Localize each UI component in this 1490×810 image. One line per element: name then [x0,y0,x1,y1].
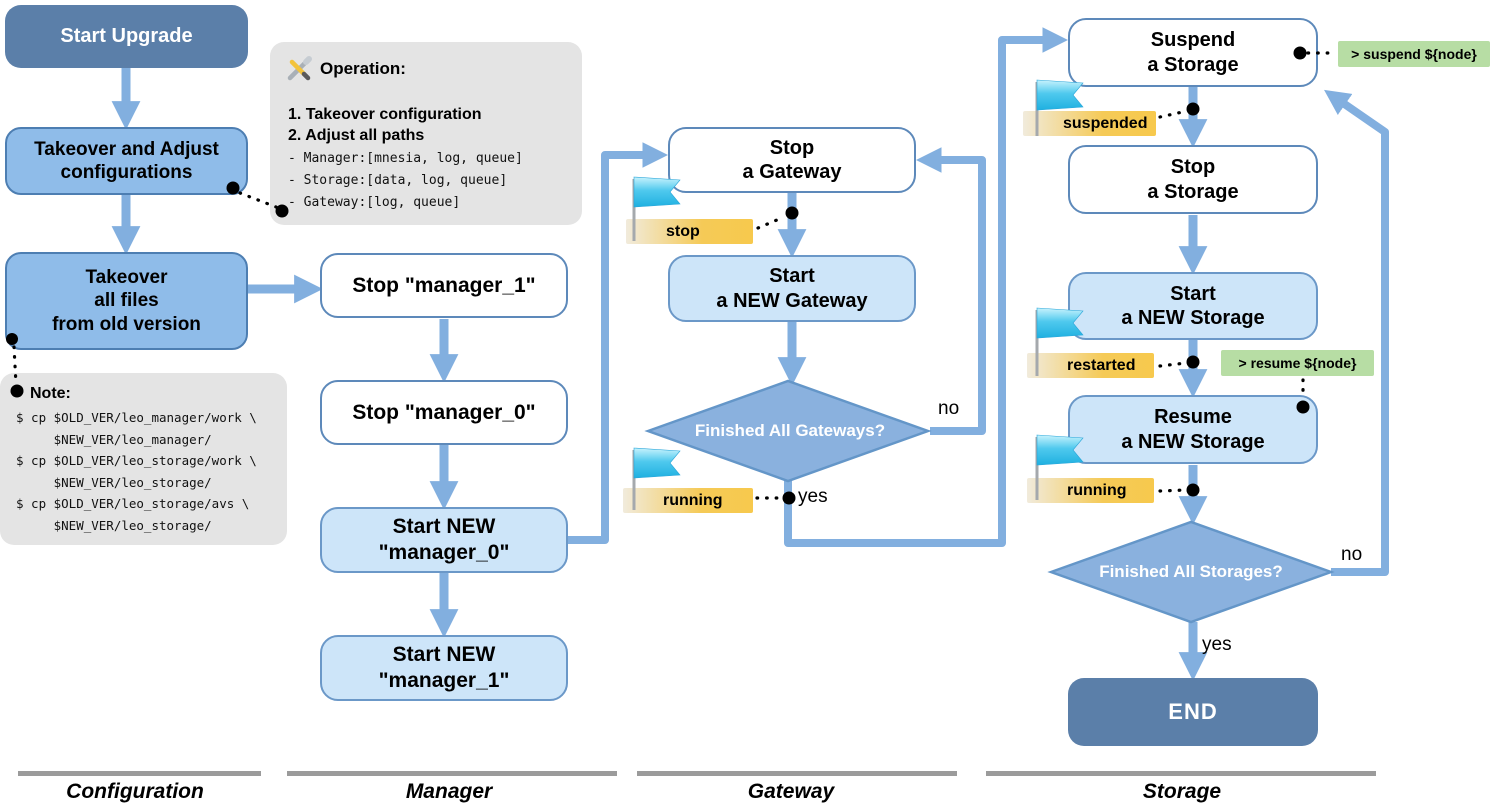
node-resume-new-storage: Resume a NEW Storage [1068,395,1318,464]
operation-step: 2. Adjust all paths [288,127,425,144]
node-stop-storage: Stop a Storage [1068,145,1318,214]
anchor-dot [782,491,796,505]
lane-line-manager [287,771,617,776]
note-line: $ cp $OLD_VER/leo_manager/work \ [16,410,257,425]
status-chip-restarted: restarted [1027,353,1154,378]
dotted-link-storage-running-chip [1158,488,1188,493]
note-title: Note: [30,385,71,402]
anchor-dot [1186,102,1200,116]
command-chip-suspend: > suspend ${node} [1338,41,1490,67]
note-line: $NEW_VER/leo_storage/ [16,474,212,490]
node-end: END [1068,678,1318,746]
lane-label-gateway: Gateway [747,780,835,803]
node-start-new-storage: Start a NEW Storage [1068,272,1318,340]
lane-label-storage: Storage [1142,780,1222,803]
anchor-dot [1186,483,1200,497]
node-stop-manager-0: Stop "manager_0" [320,380,568,445]
operation-path: - Manager:[mnesia, log, queue] [288,151,523,166]
edge-gateway-no-loop [915,147,986,435]
operation-note-box: Operation: 1. Takeover configuration 2. … [270,42,582,225]
note-line: $ cp $OLD_VER/leo_storage/avs \ [16,496,250,511]
lane-label-configuration: Configuration [66,780,204,803]
edge-storage-no-loop [1324,89,1389,576]
anchor-dot [785,206,799,220]
edge-label-storage-yes: yes [1202,634,1232,655]
node-takeover-adjust-configurations: Takeover and Adjust configurations [5,127,248,195]
lane-label-manager: Manager [405,780,493,803]
dotted-link-suspended-chip [1158,109,1189,119]
node-start-upgrade: Start Upgrade [5,5,248,68]
operation-title: Operation: [320,59,406,78]
status-chip-stop: stop [626,219,753,244]
node-stop-manager-1: Stop "manager_1" [320,253,568,318]
note-line: $NEW_VER/leo_manager/ [16,431,212,447]
node-takeover-all-files: Takeover all files from old version [5,252,248,350]
edge-label-storage-no: no [1341,544,1363,565]
note-line: $ cp $OLD_VER/leo_storage/work \ [16,453,257,468]
node-stop-gateway: Stop a Gateway [668,127,916,193]
edge-label-gateway-no: no [938,398,960,419]
lane-line-storage [986,771,1376,776]
lane-line-configuration [18,771,261,776]
status-chip-gateway-running: running [623,488,753,513]
node-start-new-manager-1: Start NEW "manager_1" [320,635,568,701]
lane-line-gateway [637,771,957,776]
note-line: $NEW_VER/leo_storage/ [16,517,212,533]
node-start-new-gateway: Start a NEW Gateway [668,255,916,322]
dotted-link-stop-chip [756,215,786,230]
command-chip-resume: > resume ${node} [1221,350,1374,376]
operation-step: 1. Takeover configuration [288,106,482,123]
operation-path: - Gateway:[log, queue] [288,195,461,210]
edge-label-gateway-yes: yes [798,486,828,507]
anchor-dot [1186,355,1200,369]
status-chip-storage-running: running [1027,478,1154,503]
dotted-link-restarted-chip [1158,361,1188,368]
node-start-new-manager-0: Start NEW "manager_0" [320,507,568,573]
hammer-wrench-icon [287,56,312,81]
operation-path: - Storage:[data, log, queue] [288,173,508,188]
label-finished-all-storages: Finished All Storages? [1099,562,1283,581]
label-finished-all-gateways: Finished All Gateways? [694,421,886,440]
note-box: Note: $ cp $OLD_VER/leo_manager/work \ $… [0,373,287,545]
node-suspend-storage: Suspend a Storage [1068,18,1318,87]
status-chip-suspended: suspended [1023,111,1156,136]
